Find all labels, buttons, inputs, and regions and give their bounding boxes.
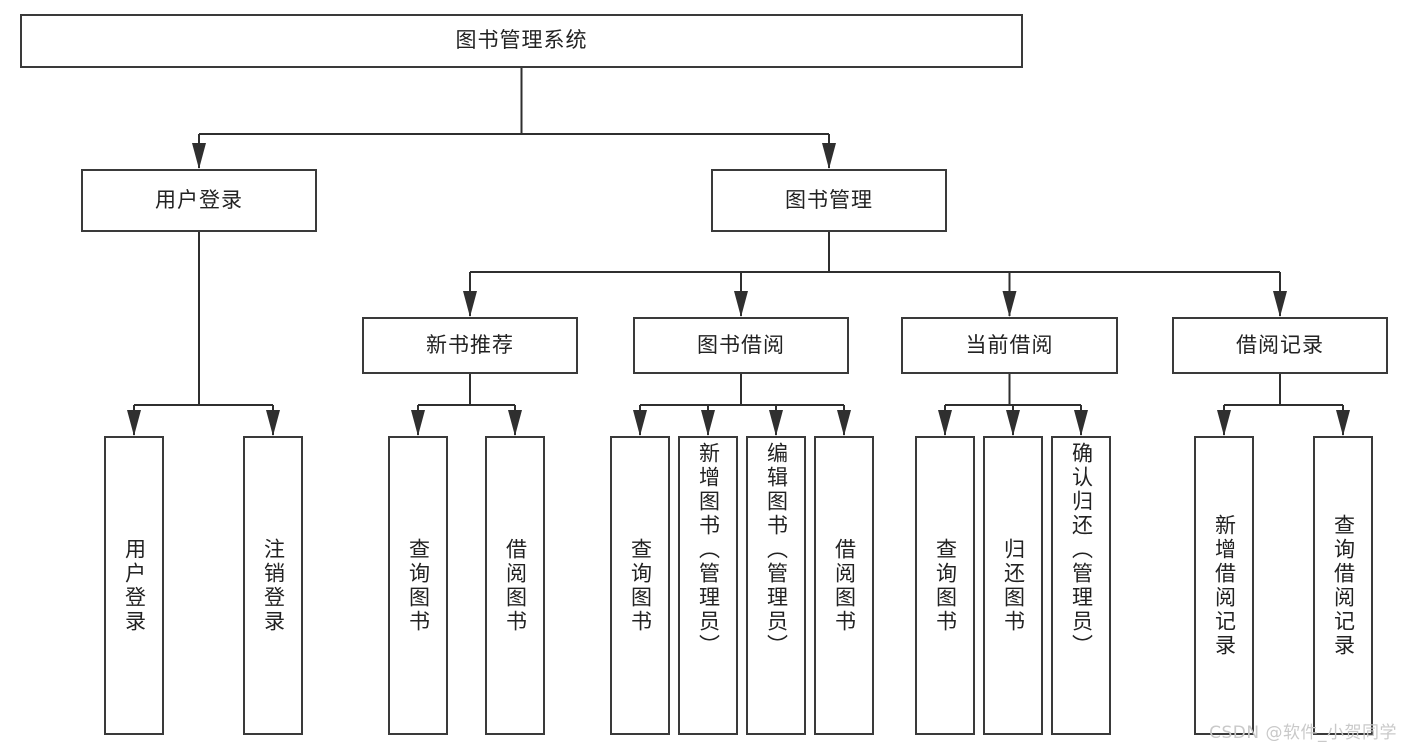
node-f3: 查询图书 bbox=[388, 436, 448, 735]
node-label: 新增借阅记录 bbox=[1212, 513, 1237, 658]
node-label: 注销登录 bbox=[261, 537, 286, 634]
node-f12: 新增借阅记录 bbox=[1194, 436, 1254, 735]
node-f2: 注销登录 bbox=[243, 436, 303, 735]
node-l2b: 图书管理 bbox=[711, 169, 947, 232]
node-label: 查询图书 bbox=[933, 537, 958, 634]
node-f9: 查询图书 bbox=[915, 436, 975, 735]
node-label: 确认归还（管理员） bbox=[1069, 442, 1094, 658]
node-l3b: 图书借阅 bbox=[633, 317, 849, 374]
node-l2a: 用户登录 bbox=[81, 169, 317, 232]
node-f5: 查询图书 bbox=[610, 436, 670, 735]
node-label: 编辑图书（管理员） bbox=[764, 442, 789, 658]
node-label: 借阅图书 bbox=[503, 537, 528, 634]
node-label: 当前借阅 bbox=[965, 332, 1054, 357]
node-label: 借阅图书 bbox=[832, 537, 857, 634]
node-label: 新书推荐 bbox=[426, 332, 514, 357]
node-f4: 借阅图书 bbox=[485, 436, 545, 735]
node-l3c: 当前借阅 bbox=[901, 317, 1118, 374]
node-f1: 用户登录 bbox=[104, 436, 164, 735]
node-label: 图书管理 bbox=[785, 187, 873, 212]
node-f10: 归还图书 bbox=[983, 436, 1043, 735]
node-label: 图书借阅 bbox=[697, 332, 785, 357]
node-label: 用户登录 bbox=[155, 187, 243, 212]
node-label: 图书管理系统 bbox=[455, 28, 588, 53]
node-label: 查询图书 bbox=[628, 537, 653, 634]
node-label: 借阅记录 bbox=[1236, 332, 1324, 357]
node-f13: 查询借阅记录 bbox=[1313, 436, 1373, 735]
node-f7: 编辑图书（管理员） bbox=[746, 436, 806, 735]
node-f8: 借阅图书 bbox=[814, 436, 874, 735]
node-root: 图书管理系统 bbox=[20, 14, 1023, 68]
node-f6: 新增图书（管理员） bbox=[678, 436, 738, 735]
node-l3d: 借阅记录 bbox=[1172, 317, 1388, 374]
node-l3a: 新书推荐 bbox=[362, 317, 578, 374]
node-label: 归还图书 bbox=[1001, 537, 1026, 634]
node-label: 新增图书（管理员） bbox=[696, 442, 721, 658]
node-label: 用户登录 bbox=[122, 537, 147, 634]
node-f11: 确认归还（管理员） bbox=[1051, 436, 1111, 735]
node-label: 查询图书 bbox=[406, 537, 431, 634]
node-label: 查询借阅记录 bbox=[1331, 513, 1356, 658]
